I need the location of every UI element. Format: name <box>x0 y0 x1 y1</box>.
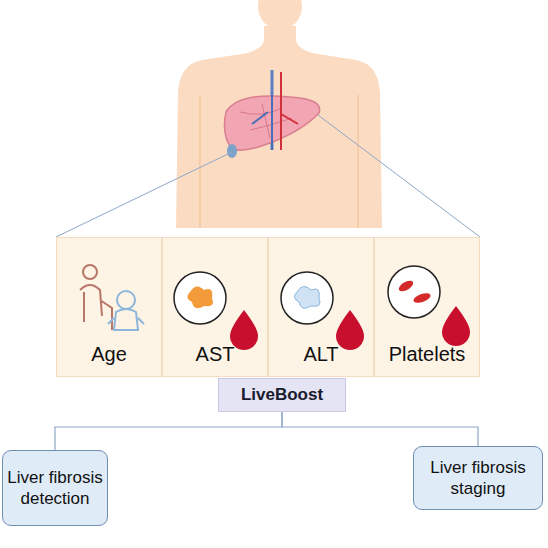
portal-vein <box>252 95 272 150</box>
alt-icon <box>281 272 364 350</box>
feature-box: AST <box>162 237 268 377</box>
feature-box: Platelets <box>374 237 480 377</box>
liver <box>224 96 319 150</box>
artery <box>281 72 298 150</box>
outcome-box: Liver fibrosis staging <box>413 446 543 510</box>
feature-box: Age <box>56 237 162 377</box>
elderly-icon <box>80 265 112 330</box>
ast-icon <box>174 272 258 350</box>
outcome-box: Liver fibrosis detection <box>2 450 108 526</box>
connector <box>55 412 282 450</box>
head <box>258 0 302 30</box>
node-label: ALT <box>303 343 338 366</box>
node-label: Platelets <box>389 343 466 366</box>
gallbladder <box>227 144 237 158</box>
baby-icon <box>108 291 144 330</box>
node-label: Liver fibrosis detection <box>5 467 105 510</box>
connector <box>282 412 478 446</box>
body-silhouette <box>176 26 382 228</box>
node-label: Age <box>91 343 127 366</box>
model-box: LiveBoost <box>218 378 346 412</box>
node-label: Liver fibrosis staging <box>416 457 540 500</box>
arm-line <box>200 95 358 228</box>
node-label: AST <box>196 343 235 366</box>
leader-line <box>56 115 480 237</box>
liver-vessels <box>240 104 292 138</box>
node-label: LiveBoost <box>241 385 323 405</box>
platelets-icon <box>388 266 470 346</box>
feature-box: ALT <box>268 237 374 377</box>
